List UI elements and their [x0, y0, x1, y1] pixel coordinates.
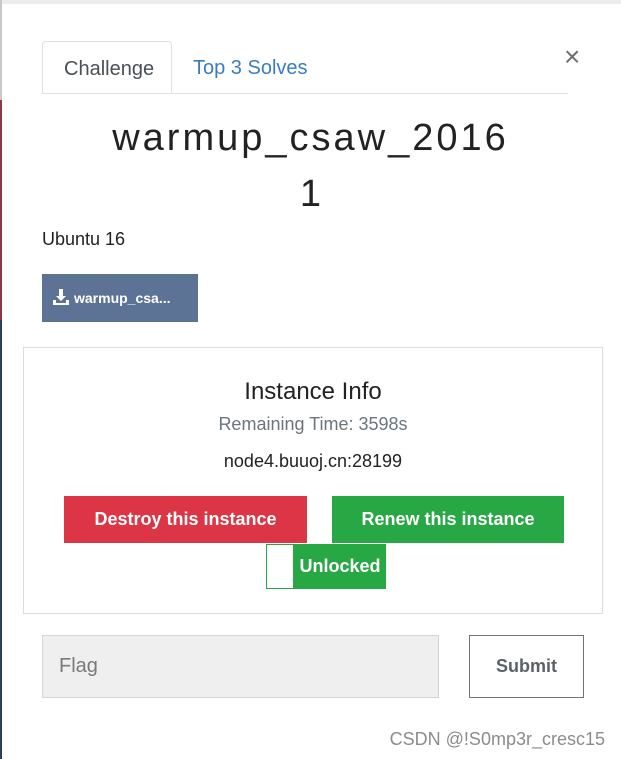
backdrop-edge: [0, 100, 2, 320]
download-icon: [52, 288, 74, 309]
unlocked-label: Unlocked: [299, 556, 381, 576]
submit-button[interactable]: Submit: [469, 635, 584, 698]
close-icon[interactable]: ×: [564, 41, 581, 72]
backdrop-edge: [0, 0, 2, 100]
destroy-instance-button[interactable]: Destroy this instance: [64, 496, 307, 543]
unlocked-toggle[interactable]: Unlocked: [266, 544, 386, 589]
challenge-value: 1: [299, 173, 322, 215]
renew-instance-button[interactable]: Renew this instance: [332, 496, 564, 543]
tab-challenge[interactable]: Challenge: [42, 41, 172, 93]
tab-top-solves[interactable]: Top 3 Solves: [193, 57, 308, 79]
challenge-tabs: Challenge Top 3 Solves: [42, 41, 568, 94]
toggle-box: [266, 544, 294, 589]
instance-panel: Instance Info Remaining Time: 3598s node…: [23, 347, 603, 614]
challenge-description: Ubuntu 16: [42, 229, 126, 249]
instance-heading: Instance Info: [244, 378, 382, 405]
download-file-label: warmup_csa...: [74, 290, 171, 306]
remaining-time: Remaining Time: 3598s: [218, 414, 408, 434]
backdrop-strip: [0, 0, 621, 4]
backdrop-edge: [0, 320, 2, 759]
flag-input[interactable]: [42, 635, 439, 698]
download-file-button[interactable]: warmup_csa...: [42, 274, 198, 322]
watermark-text: CSDN @!S0mp3r_cresc15: [389, 729, 605, 749]
challenge-title: warmup_csaw_2016: [112, 117, 509, 159]
instance-host: node4.buuoj.cn:28199: [223, 451, 403, 471]
